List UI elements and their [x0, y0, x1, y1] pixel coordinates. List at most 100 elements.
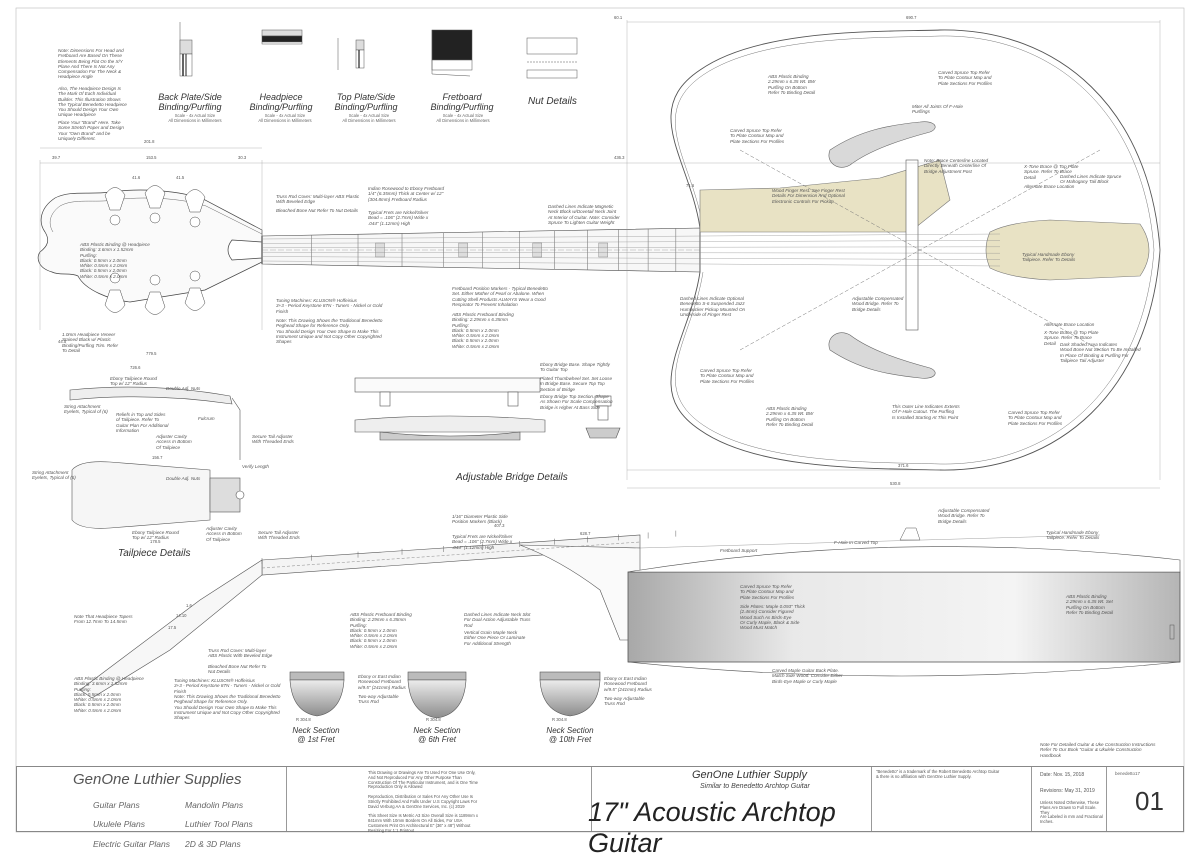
double-adj-nuts-note: Double Adj. Nuts — [166, 386, 201, 391]
side-fret-lines — [261, 530, 677, 564]
back-plate-scale: Scale - 4x Actual Size All Dimensions in… — [168, 113, 222, 123]
revision-text: Revisions: May 31, 2019 — [1040, 788, 1095, 794]
fretboard-radius-note: Ebony or East Indian Rosewood Fretboard … — [358, 674, 406, 690]
headpiece-binding-detail — [261, 29, 303, 45]
fretboard-support-note: Fretboard Support — [720, 548, 758, 553]
side-strings — [639, 534, 1101, 549]
dim-tail-a: 779.5 — [146, 351, 157, 356]
tailpiece-plan-detail — [71, 461, 245, 529]
dim-r2: R 304.8 — [426, 717, 441, 722]
string-attachment-note-2: String Attachment Eyelets, Typical of (6… — [32, 470, 76, 481]
neck-section-1-title: Neck Section @ 1st Fret — [292, 726, 340, 745]
dim-d1: 39.7 — [52, 155, 61, 160]
revision-cell: Date: Nov. 15, 2018 Revisions: May 31, 2… — [1032, 767, 1107, 831]
dim-s2: 14.10 — [176, 613, 187, 618]
fretboard-scale: Scale - 4x Actual Size All Dimensions in… — [436, 113, 490, 123]
dim-head-length: 153.5 — [146, 155, 157, 160]
carved-spruce-note-top: Carved Spruce Top Refer To Plate Contour… — [938, 70, 993, 86]
link-2d-3d-plans[interactable]: 2D & 3D Plans — [185, 838, 241, 849]
maple-neck-note: Vertical Grain Maple Neck Either One Pie… — [464, 630, 526, 646]
title-cell: GenOne Luthier Supply Similar to Benedet… — [588, 767, 872, 858]
string-line — [261, 252, 1001, 254]
dim-tuner-b: 41.5 — [176, 175, 185, 180]
scale-note: Unless Noted Otherwise, These Plans Are … — [1040, 800, 1103, 825]
dim-head-width: 201.8 — [144, 139, 155, 144]
tuning-machines-note-2: Tuning Machines: KLUSON® Hoffeisius 3+3 … — [174, 678, 281, 694]
string-line — [261, 233, 1001, 240]
back-arch-side — [627, 661, 1181, 677]
headpiece-design-note: Also, The Headpiece Design Is The Mark O… — [58, 86, 127, 118]
link-ukulele-plans[interactable]: Ukulele Plans — [93, 819, 145, 830]
tailpiece-side-detail — [69, 386, 241, 460]
thumbwheel-note: Plated Thumbwheel Set. Set Loose In Brid… — [540, 376, 613, 392]
neck-section-10th — [539, 671, 601, 717]
tailpiece-plan — [985, 219, 1150, 281]
file-name: benedetto17 — [1115, 771, 1141, 776]
dim-s1: 1.6 — [186, 603, 192, 608]
company-cell: GenOne Luthier Supplies Guitar Plans Uku… — [17, 767, 287, 849]
abs-body-note-2: ABS Plastic Binding 2.29mm x 6.35 Wt. BW… — [766, 406, 814, 427]
link-luthier-tool-plans[interactable]: Luthier Tool Plans — [185, 819, 253, 830]
truss-rod-note: Two-way Adjustable Truss Rod — [358, 694, 399, 705]
body-side-view — [627, 571, 1181, 663]
miter-joints-note: Miter All Joints Of F-Hole Purflings — [912, 104, 963, 115]
top-plate-title: Top Plate/Side Binding/Purfling — [334, 92, 398, 113]
string-line — [261, 260, 1001, 267]
dim-fret: 71.6 — [686, 183, 695, 188]
nut-detail — [526, 37, 578, 79]
frets-note-2: Typical Frets are Nickel/Silver Bead = .… — [452, 534, 513, 550]
f-hole-side-note: F-Hole In Carved Top — [834, 540, 878, 545]
side-markers-note: 1/16" Diameter Plastic Side Position Mar… — [452, 514, 508, 525]
brace-centerline-note: Note: Brace Centerline Located Directly … — [924, 158, 989, 174]
date-text: Date: Nov. 15, 2018 — [1040, 772, 1085, 778]
bridge-side-detail — [585, 395, 621, 439]
dim-bottom-a: 371.6 — [898, 463, 909, 468]
dim-r1: R 304.8 — [296, 717, 311, 722]
brand-note: Place Your "Brand" Here. Take Some Stret… — [58, 120, 124, 141]
abs-fretboard-note: ABS Plastic Fretboard Binding Binding: 2… — [452, 312, 514, 349]
abs-headpiece-note-2: ABS Plastic Binding @ Headpiece Binding:… — [74, 676, 144, 713]
fretboard-markers-note: Fretboard Position Markers - Typical Ben… — [452, 286, 548, 307]
neck-section-1st — [289, 671, 345, 717]
trademark-cell: "Benedetto" is a trademark of the Robert… — [872, 767, 1032, 831]
fulcrum-note: Fulcrum — [198, 416, 215, 421]
x-braces — [739, 149, 1101, 351]
bridge-top-note: Ebony Bridge Top Section. Shape As Shown… — [540, 394, 613, 410]
truss-rod-cover-note: Truss Rod Cover: Multi-layer ABS Plastic… — [276, 194, 360, 205]
dim-tail-d: 178.5 — [150, 539, 161, 544]
carved-spruce-note-1: Carved Spruce Top Refer To Plate Contour… — [730, 128, 785, 144]
secure-tail-note: Secure Tail Adjuster With Threaded Ends — [252, 434, 294, 445]
dim-tail-c: 156.7 — [152, 455, 163, 460]
bridge-base-note: Ebony Bridge Base. Shape Tightly To Guit… — [540, 362, 610, 373]
f-hole-lower — [828, 332, 936, 379]
link-mandolin-plans[interactable]: Mandolin Plans — [185, 799, 244, 810]
back-plate-binding-detail — [179, 22, 193, 77]
dim-left-offset: 60.1 — [614, 15, 623, 20]
tailpiece-details-title: Tailpiece Details — [118, 548, 191, 559]
peghead-note-2: Note: This Drawing Shows the Traditional… — [174, 694, 281, 721]
side-bridge — [899, 527, 921, 541]
top-plate-binding-detail — [337, 38, 365, 70]
string-line — [261, 256, 1001, 260]
carved-spruce-note-lower: Carved Spruce Top Refer To Plate Contour… — [700, 368, 755, 384]
fretboard-title: Fretboard Binding/Purfling — [430, 92, 494, 113]
strings — [261, 233, 1001, 267]
link-electric-guitar-plans[interactable]: Electric Guitar Plans — [93, 838, 170, 849]
dimension-lines — [39, 20, 1161, 489]
main-title: 17" Acoustic Archtop Guitar — [588, 797, 836, 859]
position-marker — [375, 242, 385, 258]
dim-bottom-b: 530.8 — [890, 481, 901, 486]
dim-s3: 17.5 — [168, 625, 177, 630]
abs-body-note: ABS Plastic Binding 2.29mm x 6.35 Wt. BW… — [768, 74, 816, 95]
link-guitar-plans[interactable]: Guitar Plans — [93, 799, 140, 810]
f-hole-upper — [828, 121, 936, 168]
finger-rest-note: Wood Finger Rest. See Finger Rest Detail… — [772, 188, 845, 204]
adjustable-bridge-note-2: Adjustable Compensated Wood Bridge. Refe… — [938, 508, 990, 524]
neck-section-6-title: Neck Section @ 6th Fret — [413, 726, 461, 745]
truss-rod-cover-note-2: Truss Rod Cover: Multi-layer ABS Plastic… — [208, 648, 273, 659]
dim-top-width: 690.7 — [906, 15, 917, 20]
dark-shaded-note: Dark Shaded Area Indicates Wood Bone Nut… — [1060, 342, 1141, 363]
dimensions-note: Note: Dimensions For Head and Fretboard … — [58, 48, 124, 80]
adjustable-bridge-title: Adjustable Bridge Details — [456, 472, 568, 483]
